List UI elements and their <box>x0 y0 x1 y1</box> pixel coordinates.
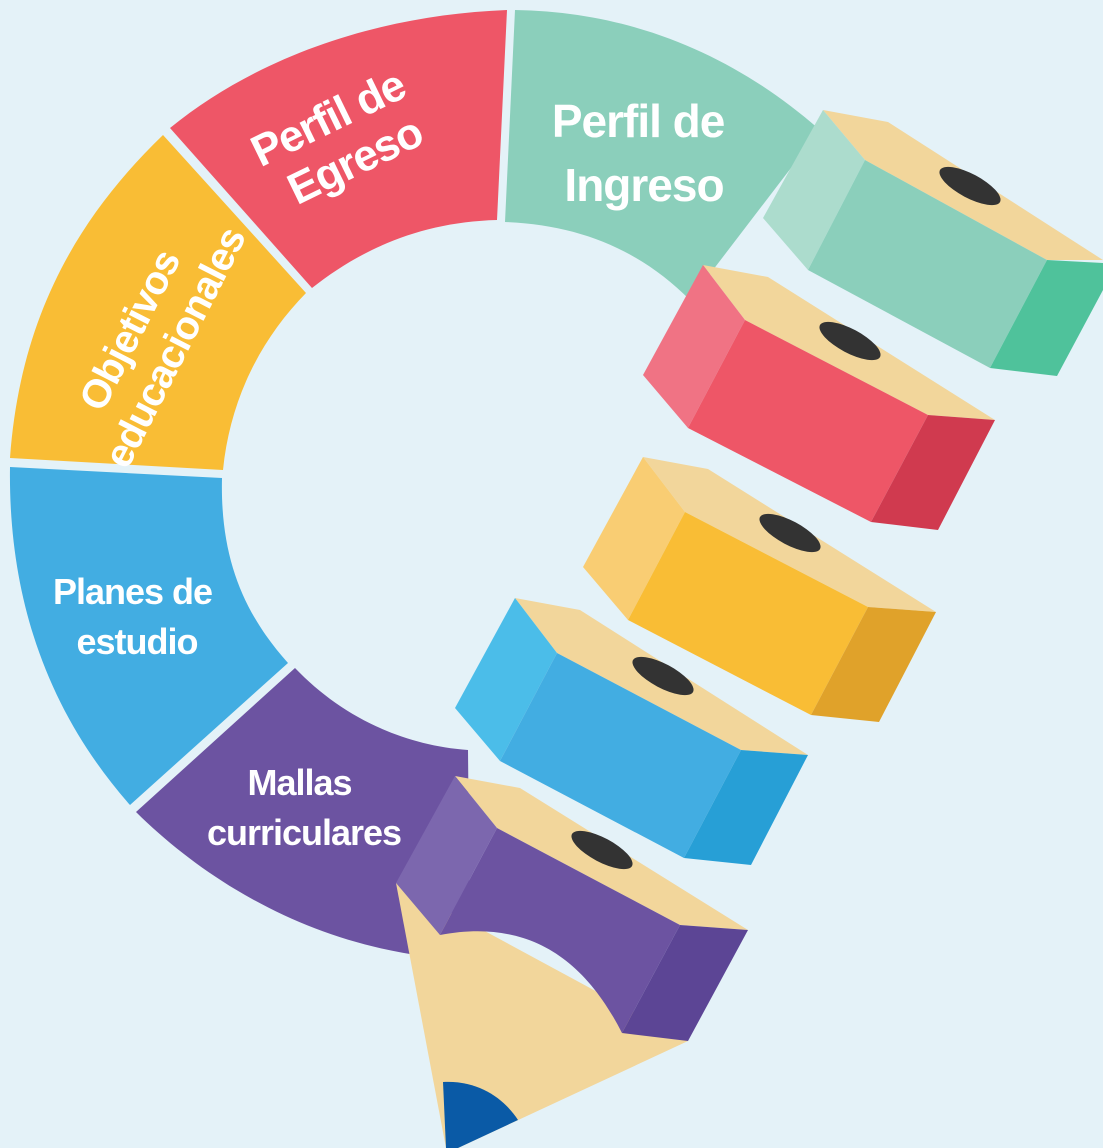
pencil-block-blue <box>455 598 808 865</box>
segment-mallas <box>136 668 470 960</box>
block-yellow-lead <box>759 513 821 553</box>
label-mallas: Mallas curriculares <box>207 762 401 853</box>
pencil-block-purple <box>396 776 748 1148</box>
label-ingreso-line-2: Ingreso <box>564 159 723 211</box>
pencil-block-green <box>763 110 1103 376</box>
pencil-block-yellow <box>583 457 936 722</box>
label-mallas-line-1: Mallas <box>247 762 351 803</box>
block-blue-lead <box>632 656 694 696</box>
block-yellow-front <box>628 512 868 715</box>
block-purple-lead <box>571 830 633 870</box>
block-green-right <box>990 260 1103 376</box>
label-ingreso-line-1: Perfil de <box>552 95 725 147</box>
label-mallas-line-2: curriculares <box>207 812 401 853</box>
block-purple-right <box>622 925 748 1041</box>
label-planes-line-1: Planes de <box>53 571 212 612</box>
block-green-left <box>763 110 865 270</box>
segment-planes <box>9 467 288 805</box>
pencil-block-red <box>643 265 995 530</box>
label-ingreso: Perfil de Ingreso <box>552 95 736 211</box>
pencil-wood-cone <box>396 883 688 1148</box>
block-yellow-left <box>583 457 685 620</box>
block-purple-left <box>396 776 497 935</box>
segment-egreso <box>170 10 507 288</box>
block-red-front <box>688 320 928 522</box>
pencil-lead-tip <box>443 1081 518 1148</box>
block-blue-left <box>455 598 557 761</box>
block-blue-right <box>684 750 808 865</box>
block-green-lead <box>939 166 1001 206</box>
block-red-left <box>643 265 745 428</box>
block-yellow-right <box>811 607 936 722</box>
segment-objetivos <box>10 135 306 470</box>
block-purple-front <box>440 828 680 1033</box>
label-planes: Planes de estudio <box>53 571 221 662</box>
segment-ingreso <box>505 10 820 300</box>
block-blue-front <box>500 653 741 858</box>
label-planes-line-2: estudio <box>76 621 197 662</box>
ring <box>9 10 820 960</box>
block-green-front <box>808 160 1047 368</box>
block-red-right <box>871 415 995 530</box>
block-red-lead <box>819 321 881 361</box>
